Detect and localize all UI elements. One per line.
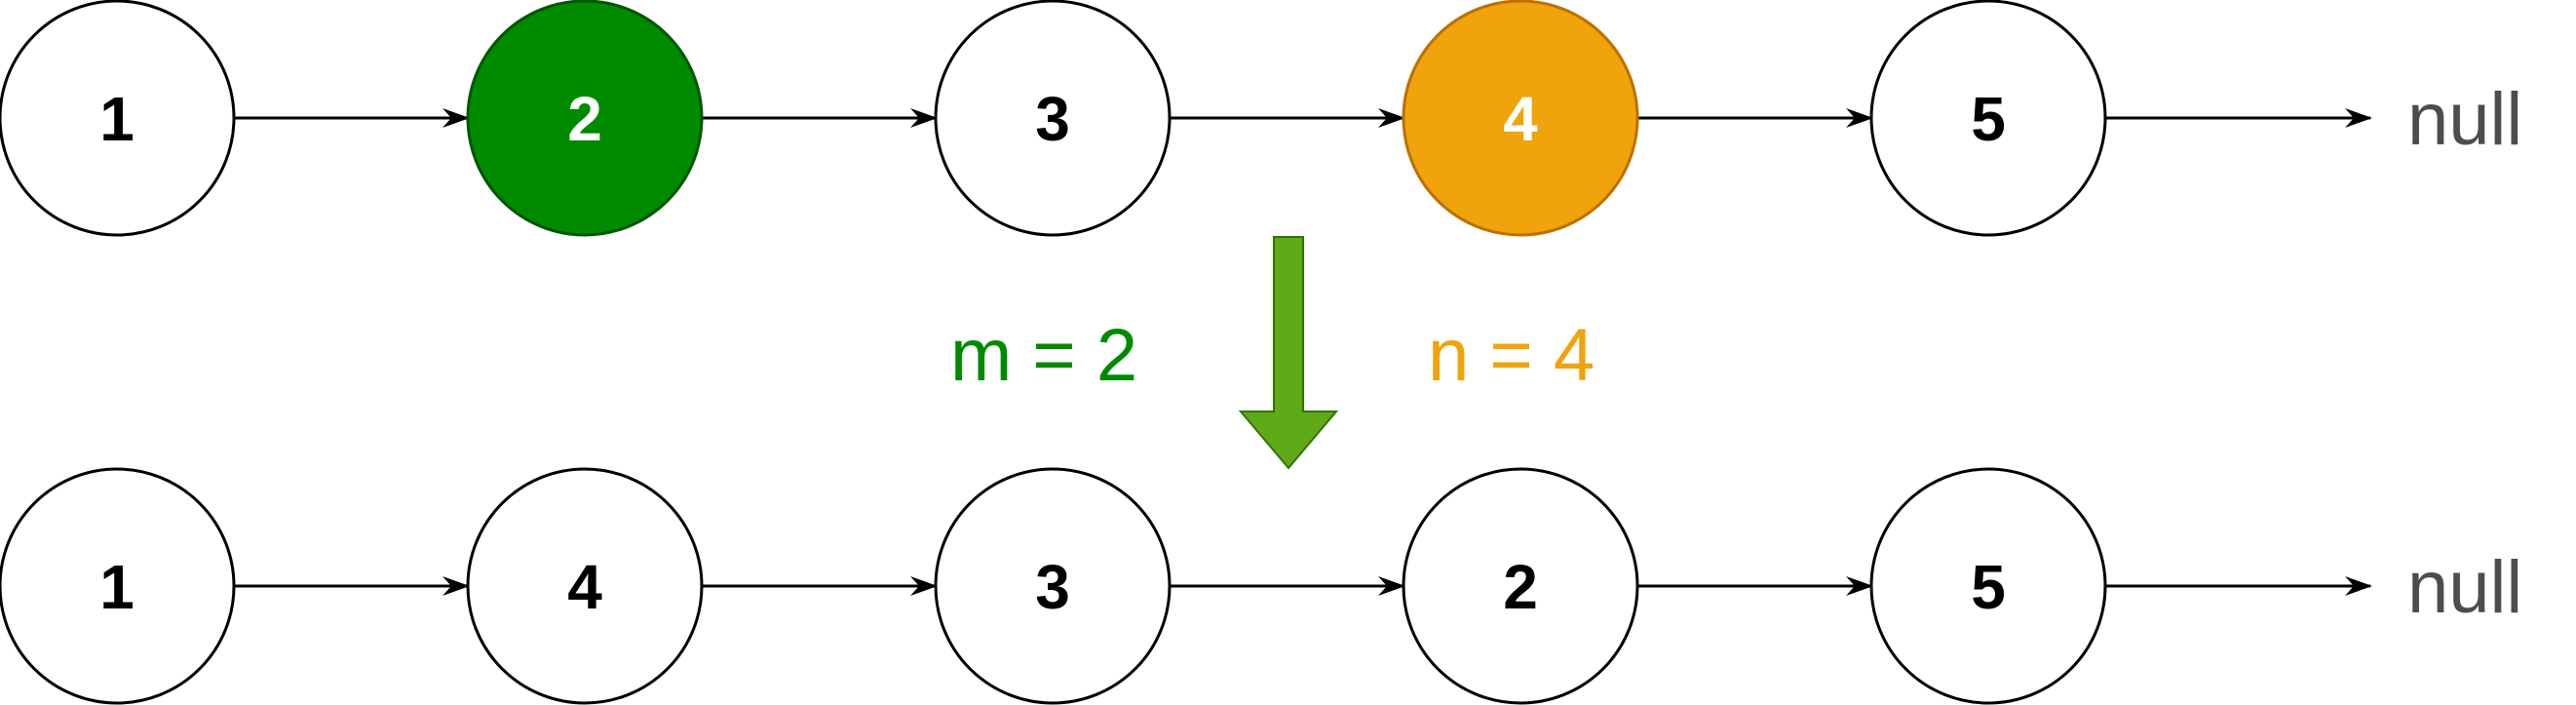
linked-list-before: 1 2 3 4 5 null (0, 0, 2522, 237)
list-node-circle (1869, 0, 2107, 237)
linked-list-after: 1 4 3 2 5 null (0, 467, 2522, 705)
list-node-value: 4 (1503, 84, 1538, 154)
transform-down-arrow (1238, 236, 1339, 470)
n-parameter-label: n = 4 (1428, 314, 1595, 397)
list-node-value: 5 (1971, 552, 2006, 622)
list-node-value: 2 (1503, 552, 1538, 622)
m-parameter-label: m = 2 (950, 314, 1137, 397)
null-terminal-label: null (2407, 78, 2522, 161)
list-node-value: 5 (1971, 84, 2006, 154)
list-node-value: 3 (1035, 84, 1070, 154)
list-node-value: 1 (99, 552, 135, 622)
list-node-circle (1402, 467, 1639, 705)
list-node-value: 2 (567, 84, 602, 154)
list-node-circle (0, 467, 236, 705)
list-node-circle (934, 467, 1172, 705)
list-node-circle (466, 0, 704, 237)
null-terminal-label: null (2407, 546, 2522, 629)
list-node-value: 4 (567, 552, 602, 622)
list-node-circle (1869, 467, 2107, 705)
list-node-circle (934, 0, 1172, 237)
list-node-value: 3 (1035, 552, 1070, 622)
list-node-value: 1 (99, 84, 135, 154)
list-node-circle (0, 0, 236, 237)
list-node-circle (1402, 0, 1639, 237)
list-node-circle (466, 467, 704, 705)
